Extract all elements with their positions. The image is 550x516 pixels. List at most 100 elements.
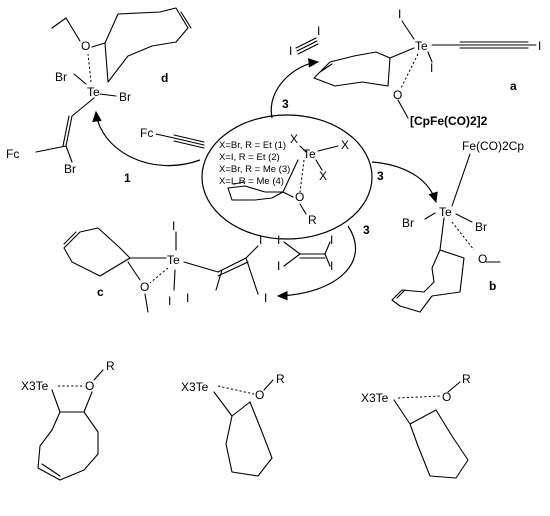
a-label: a: [510, 79, 517, 93]
b-reagent: [CpFe(CO)2]2: [410, 114, 488, 128]
arrow-b-number: 3: [377, 169, 384, 183]
conformer-2: X3Te O R: [181, 372, 285, 477]
c-i-vinyl-left: I: [186, 291, 189, 305]
reagent-tetraiodoethylene: I I I I: [277, 233, 333, 273]
c-i-vinyl-top: I: [259, 233, 262, 247]
legend-line-3: X=Br, R = Me (3): [219, 164, 290, 175]
arrow-a-number: 3: [282, 97, 289, 111]
a-i-top: I: [398, 7, 401, 21]
conf1-ring: [37, 369, 104, 481]
a-bonds: [401, 20, 537, 63]
center-x2: X: [341, 138, 349, 152]
a-te-o-dash: [400, 53, 419, 89]
b-bonds: [424, 153, 501, 263]
c-o: O: [140, 280, 149, 294]
arrow-to-d: [92, 110, 201, 167]
center-te-o-dash: [299, 159, 305, 193]
b-br-left: Br: [402, 216, 414, 230]
arrow-to-b: [371, 161, 438, 204]
compound-d: Te Br Br O Fc Br d: [6, 7, 192, 176]
reagent-diiodoacetylene: I I: [289, 24, 320, 58]
conf1-r: R: [106, 359, 115, 373]
conf2-x3te: X3Te: [181, 380, 209, 394]
b-br-right: Br: [475, 220, 487, 234]
conf3-o: O: [442, 390, 451, 404]
d-br-right: Br: [119, 90, 131, 104]
c-i-bottom: I: [168, 294, 171, 308]
center-ellipse: [201, 114, 373, 240]
d-te-br-bonds: [73, 73, 117, 97]
conf2-r: R: [276, 372, 285, 386]
compound-c: Te I I O I I I c: [63, 219, 267, 313]
center-double-bond: [232, 181, 246, 185]
d-reagent-fc: Fc: [140, 126, 153, 140]
c-te-bonds: [173, 231, 259, 295]
reagent-triple: [295, 37, 319, 55]
d-vinyl: [35, 97, 95, 163]
center-x1: X: [290, 132, 298, 146]
reagent-ti-3: I: [277, 259, 280, 273]
arrow-d-number: 1: [124, 171, 131, 185]
arrow-c-number: 3: [363, 223, 370, 237]
arrow-to-a: [270, 58, 320, 119]
reagent-ti-bonds: [283, 241, 331, 267]
c-te: Te: [167, 253, 180, 267]
conformer-1: X3Te O R: [21, 359, 115, 481]
c-label: c: [97, 285, 104, 299]
legend-line-2: X=I, R = Et (2): [219, 152, 280, 163]
legend-line-1: X=Br, R = Et (1): [219, 140, 286, 151]
center-te: Te: [303, 147, 316, 161]
b-o: O: [478, 252, 487, 266]
center-o: O: [295, 190, 304, 204]
center-ring: [227, 159, 299, 201]
b-fe: Fe(CO)2Cp: [462, 139, 524, 153]
legend-line-4: X=I, R = Me (4): [219, 176, 284, 187]
c-ring: [63, 227, 167, 277]
c-i-vinyl-right: I: [264, 291, 267, 305]
d-ethyl: [51, 17, 81, 42]
b-label: b: [489, 279, 496, 293]
d-label: d: [161, 71, 168, 85]
reagent-i-left: I: [289, 44, 292, 58]
a-ring: [313, 47, 415, 119]
d-te: Te: [87, 85, 100, 99]
a-o: O: [393, 88, 402, 102]
b-te: Te: [439, 205, 452, 219]
center-r: R: [308, 213, 317, 227]
d-br-vinyl: Br: [64, 162, 76, 176]
central-compound: X=Br, R = Et (1) X=I, R = Et (2) X=Br, R…: [201, 114, 373, 240]
d-fc: Fc: [6, 147, 19, 161]
reagent-i-right: I: [317, 24, 320, 38]
compound-a: Te I I I O a: [313, 7, 541, 119]
conf3-x3te: X3Te: [361, 391, 389, 405]
d-br-left: Br: [55, 70, 67, 84]
conf3-ring: [393, 381, 469, 479]
d-o: O: [81, 39, 90, 53]
d-te-o-dash: [87, 53, 92, 83]
conf3-dash: [397, 395, 441, 399]
d-ring: [91, 7, 192, 83]
c-i-top: I: [172, 219, 175, 233]
a-i-bottom: I: [430, 61, 433, 75]
center-x3: X: [319, 169, 327, 183]
b-ring: [391, 217, 465, 313]
a-te: Te: [415, 39, 428, 53]
center-c-o: [282, 191, 307, 215]
arrows: 3 1 Fc 3 3: [92, 58, 438, 301]
reagent-ti-1: I: [277, 233, 280, 247]
center-te-x-bonds: [299, 145, 339, 171]
a-i-end: I: [538, 39, 541, 53]
compound-b: Te Br Br Fe(CO)2Cp O b [CpFe(CO)2]2: [391, 114, 524, 313]
c-te-o-dash: [149, 267, 169, 284]
reagent-ti-4: I: [330, 259, 333, 273]
conf1-o: O: [85, 379, 94, 393]
b-te-o-dash: [451, 221, 475, 251]
conf3-r: R: [462, 372, 471, 386]
d-reagent-alkyne: [155, 133, 205, 149]
arrow-to-c: [276, 225, 357, 301]
c-o-bonds: [127, 261, 149, 313]
conf1-x3te: X3Te: [21, 379, 49, 393]
conf2-ring: [213, 379, 274, 477]
conformer-3: X3Te O R: [361, 372, 471, 479]
